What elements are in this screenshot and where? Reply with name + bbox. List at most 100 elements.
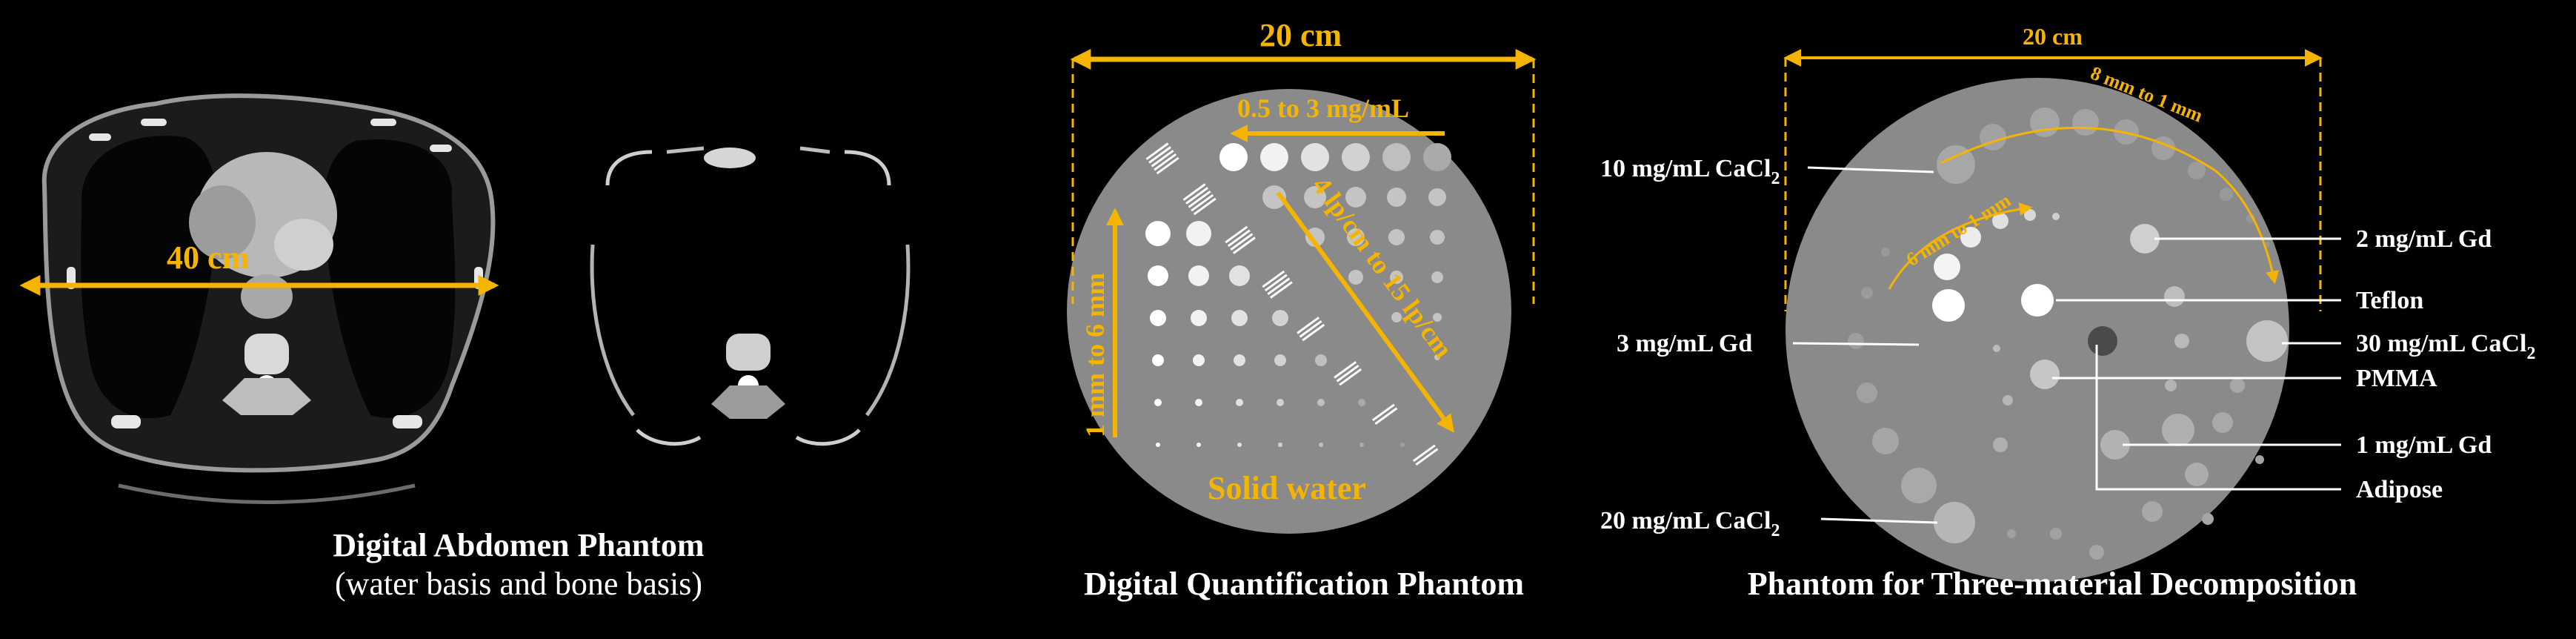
tmd-insert: [2072, 109, 2099, 136]
tmd-phantom-disk: [1785, 78, 2289, 582]
quant-insert: [1431, 271, 1443, 283]
tmd-insert: [2024, 209, 2036, 221]
quant-insert: [1234, 354, 1245, 366]
tmd-insert: [1934, 254, 1960, 280]
tmd-phantom: [1785, 78, 2289, 582]
tmd-insert: [2021, 284, 2054, 317]
tmd-insert: [1960, 227, 1981, 248]
quant-insert: [1191, 310, 1207, 326]
quant-insert: [1262, 185, 1286, 209]
quant-insert: [1145, 221, 1171, 246]
quant-insert: [1193, 354, 1205, 366]
tmd-insert: [2030, 360, 2060, 389]
abdomen-title: Digital Abdomen Phantom: [333, 527, 705, 563]
tmd-measure-label: 20 cm: [2023, 23, 2083, 50]
quant-material-label: Solid water: [1208, 470, 1366, 506]
tmd-insert: [2230, 378, 2245, 393]
quant-conc-label: 0.5 to 3 mg/mL: [1237, 93, 1409, 123]
quant-insert: [1197, 443, 1201, 447]
abdomen-ct-image: [41, 93, 496, 504]
tmd-insert: [1932, 289, 1965, 322]
quant-insert: [1301, 143, 1329, 171]
quant-insert: [1348, 270, 1363, 285]
quant-insert: [1400, 443, 1405, 447]
quant-insert: [1229, 265, 1250, 286]
tmd-insert: [2164, 286, 2185, 307]
quant-insert: [1390, 271, 1403, 284]
tmd-insert: [1848, 333, 1864, 349]
quant-insert: [1347, 228, 1365, 246]
tmd-insert: [2212, 412, 2233, 433]
quant-insert: [1388, 229, 1405, 245]
tmd-insert: [2142, 501, 2163, 522]
quant-insert: [1430, 230, 1445, 245]
abdomen-subtitle: (water basis and bone basis): [334, 566, 703, 602]
tmd-insert: [2050, 528, 2062, 540]
tmd-insert: [2165, 380, 2177, 391]
quant-insert: [1274, 354, 1286, 366]
tmd-insert: [2202, 513, 2214, 525]
tmd-insert: [2162, 414, 2194, 446]
quant-insert: [1342, 143, 1370, 171]
quant-insert: [1150, 310, 1166, 326]
tmd-insert: [1934, 502, 1975, 543]
quant-insert: [1359, 443, 1364, 447]
quant-insert: [1260, 143, 1288, 171]
tmd-leader-lines: [1792, 166, 2341, 524]
tmd-label-teflon: Teflon: [2356, 287, 2423, 314]
line-pair-group: [1225, 225, 1256, 254]
tmd-insert: [1993, 345, 2000, 352]
quant-lp-arrow: [1276, 191, 1454, 433]
quant-insert: [1154, 399, 1162, 406]
tmd-insert: [2007, 529, 2016, 538]
tmd-outer-arc: [1940, 126, 2279, 285]
tmd-insert: [2130, 224, 2160, 254]
quant-insert: [1237, 443, 1242, 447]
line-pair-group: [1334, 361, 1362, 386]
quant-insert: [1304, 186, 1326, 208]
tmd-insert: [1857, 383, 1877, 403]
quant-insert-grid: [1145, 143, 1451, 447]
quant-measure-label: 20 cm: [1259, 17, 1342, 53]
quant-insert: [1423, 143, 1451, 171]
tmd-inner-arc: [1888, 202, 2033, 290]
quant-insert: [1152, 354, 1164, 366]
quant-insert: [1382, 143, 1411, 171]
quant-insert: [1433, 313, 1442, 322]
tmd-label-gd-2: 2 mg/mL Gd: [2356, 225, 2492, 253]
tmd-insert: [2185, 463, 2209, 486]
tmd-label-pmma: PMMA: [2356, 365, 2437, 392]
quant-insert: [1186, 221, 1211, 246]
quant-insert: [1434, 354, 1440, 360]
line-pair-group: [1371, 403, 1398, 426]
tmd-label-gd-3: 3 mg/mL Gd: [1617, 330, 1752, 357]
quant-insert: [1236, 399, 1243, 406]
quant-insert: [1358, 399, 1365, 406]
tmd-insert: [2003, 395, 2013, 405]
tmd-insert: [1980, 124, 2006, 150]
line-pair-group: [1182, 183, 1217, 216]
quantification-phantom: [1067, 89, 1511, 534]
quant-insert: [1428, 188, 1446, 206]
vertebra: [244, 334, 289, 374]
quant-size-label: 1 mm to 6 mm: [1080, 273, 1110, 437]
quant-insert: [1272, 310, 1288, 326]
quant-insert: [1315, 354, 1327, 366]
quant-insert: [1317, 399, 1325, 406]
quant-insert: [1345, 187, 1366, 208]
tmd-insert: [2220, 188, 2233, 201]
ct-table-arc: [118, 483, 416, 504]
quant-insert: [1231, 310, 1248, 326]
line-pair-group: [1412, 444, 1439, 466]
line-pair-group: [1297, 317, 1325, 342]
tmd-insert: [1993, 437, 2008, 452]
quant-insert: [1319, 443, 1323, 447]
abdomen-measure-label: 40 cm: [167, 239, 249, 276]
quant-insert: [1391, 312, 1402, 322]
tmd-insert-set: [1848, 107, 2288, 560]
tmd-insert: [2174, 334, 2189, 348]
quant-insert: [1305, 228, 1325, 247]
tmd-insert: [1901, 468, 1937, 503]
quant-insert: [1148, 265, 1168, 286]
quant-insert: [1156, 443, 1160, 447]
